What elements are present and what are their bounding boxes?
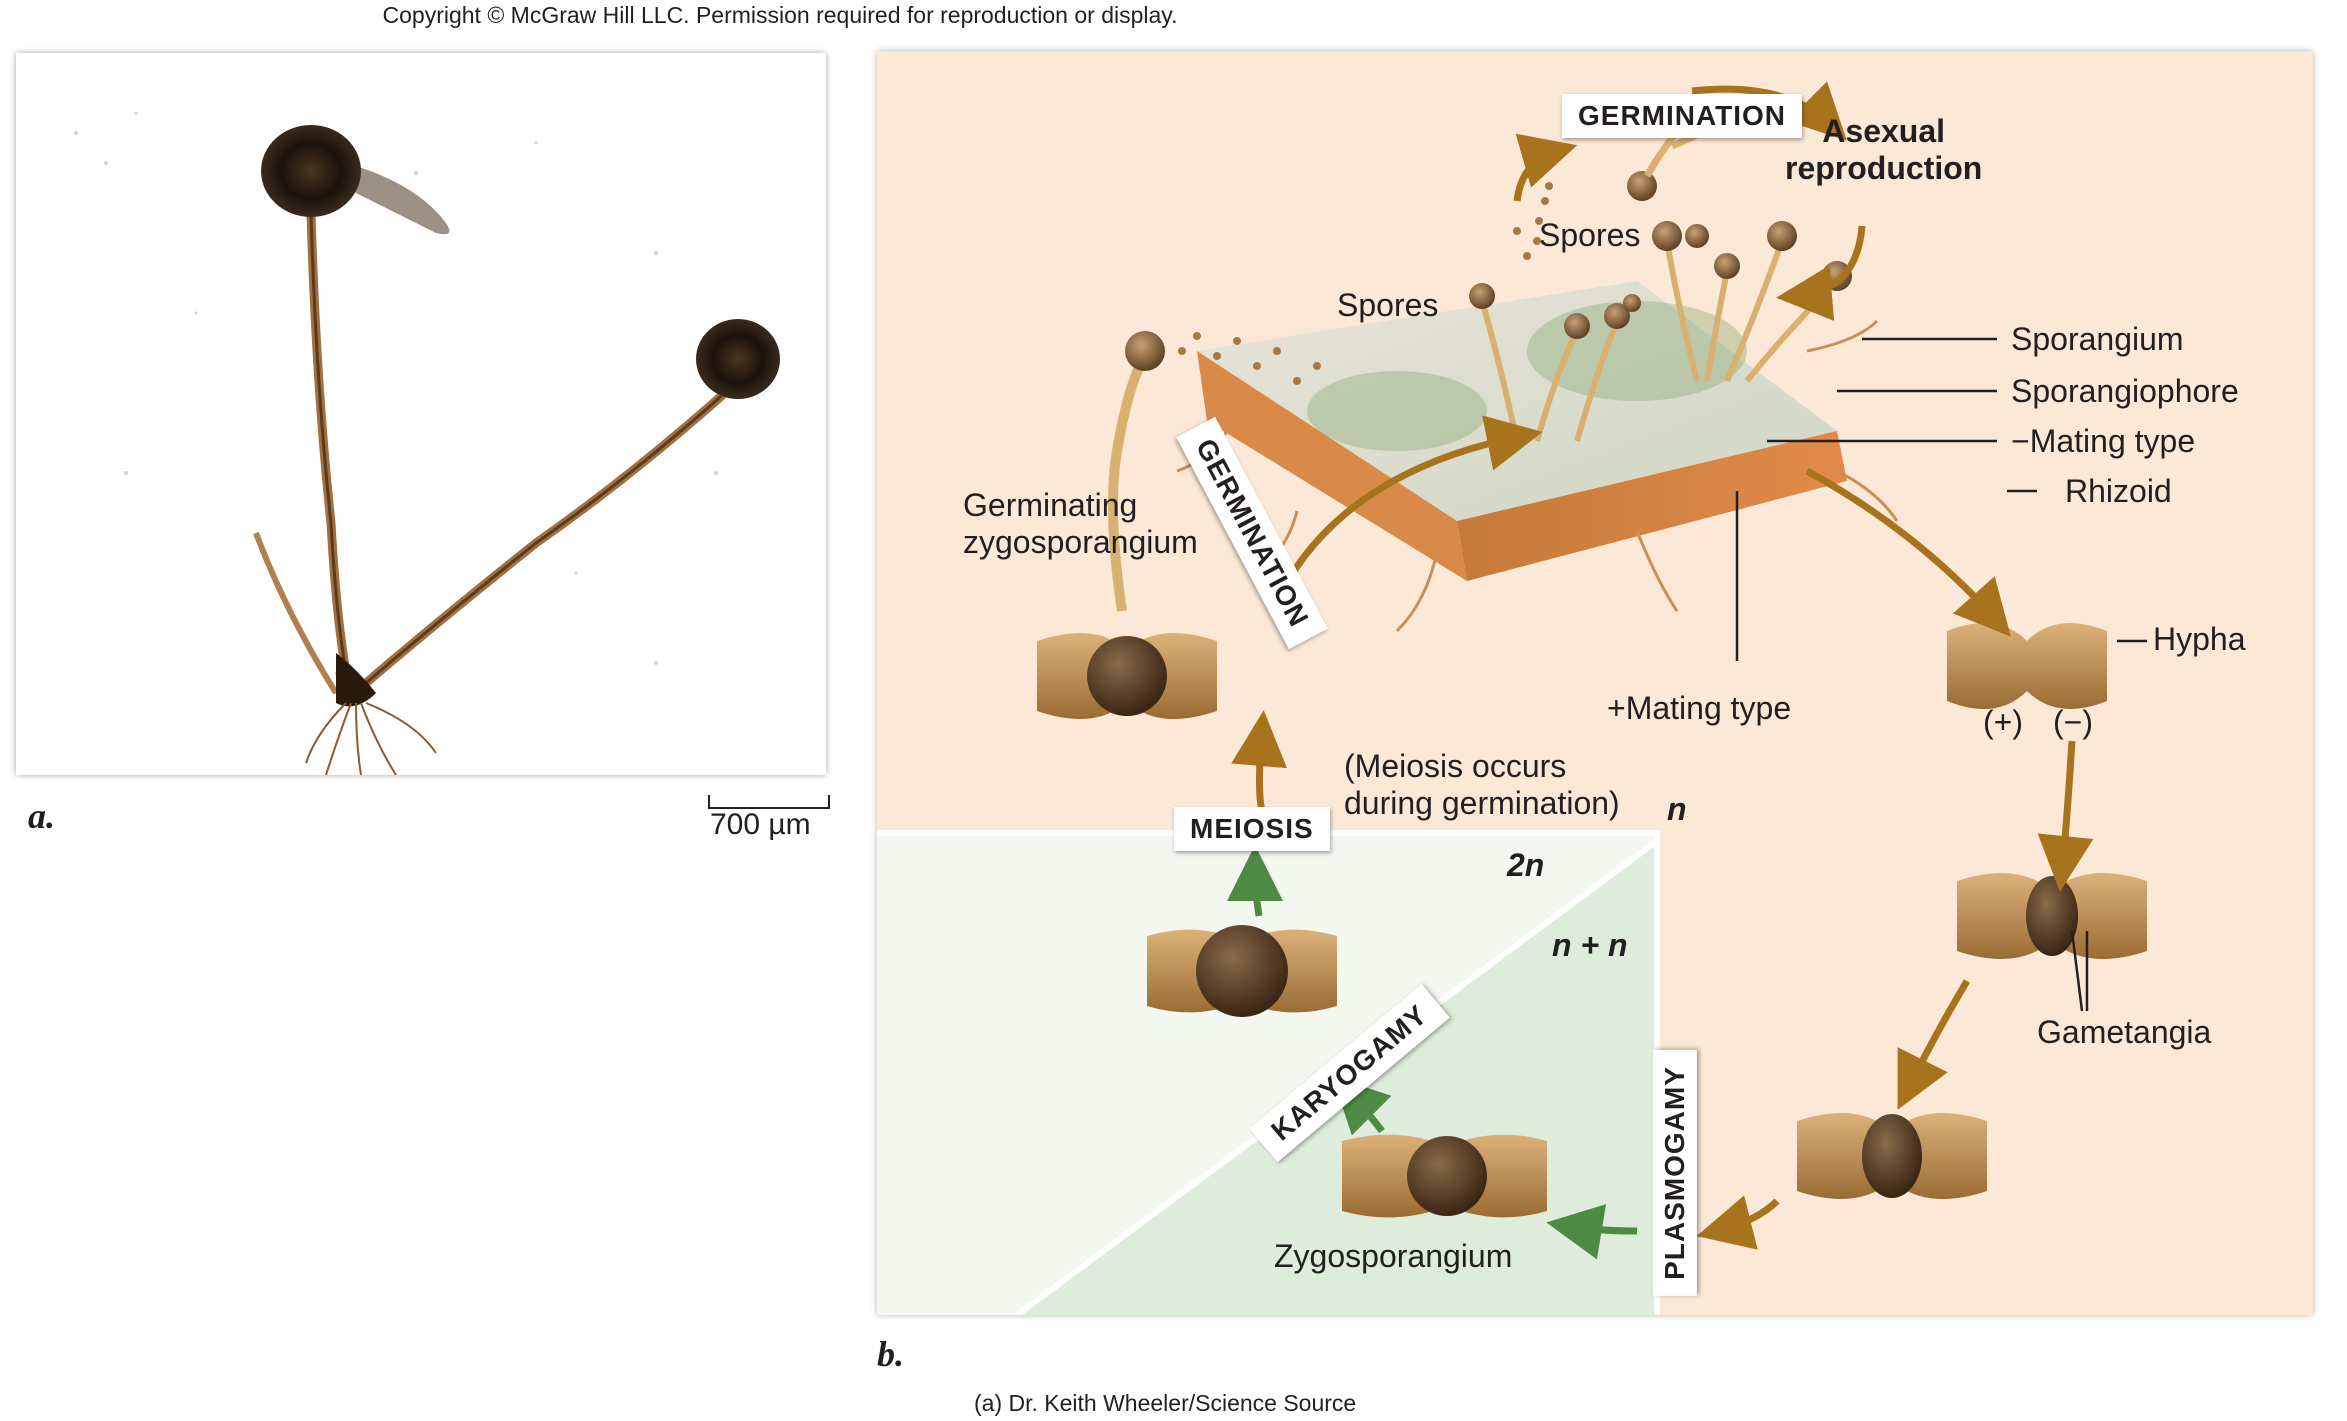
plus-mating-type-label: +Mating type [1607, 690, 1792, 726]
meiosis-step: MEIOSIS [1174, 807, 1330, 851]
rhizopus-photo [16, 53, 826, 775]
ploidy-haploid: n [1667, 791, 1687, 827]
spores-left-label: Spores [1337, 287, 1439, 323]
ploidy-dikaryon: n + n [1552, 927, 1628, 963]
minus-label: (−) [2053, 704, 2093, 740]
scale-bar [708, 795, 830, 809]
gametangia-label: Gametangia [2037, 1014, 2212, 1050]
plasmogamy-step: PLASMOGAMY [1652, 1050, 1697, 1296]
life-cycle-diagram: GERMINATION GERMINATION MEIOSIS KARYOGAM… [877, 51, 2313, 1315]
hypha-label: Hypha [2153, 621, 2246, 657]
zygosporangium-label: Zygosporangium [1274, 1238, 1513, 1274]
scale-bar-label: 700 µm [710, 808, 811, 841]
copyright-notice: Copyright © McGraw Hill LLC. Permission … [382, 2, 1178, 28]
diagram-artwork [877, 51, 2313, 1315]
rhizoid-label: Rhizoid [2065, 473, 2172, 509]
sporangiophore-label: Sporangiophore [2011, 373, 2239, 409]
rhizopus-photo-drawing [74, 111, 780, 775]
photo-credit: (a) Dr. Keith Wheeler/Science Source [974, 1390, 1357, 1416]
germinating-zygosporangium-label: Germinating zygosporangium [963, 487, 1198, 560]
plus-label: (+) [1983, 704, 2023, 740]
zygosporangium-shapes [1037, 623, 2147, 1218]
panel-a-letter: a. [28, 796, 55, 836]
asexual-reproduction-label: Asexual reproduction [1785, 113, 1983, 186]
germination-step-top: GERMINATION [1562, 94, 1803, 138]
minus-mating-type-label: −Mating type [2011, 423, 2196, 459]
meiosis-note-label: (Meiosis occurs during germination) [1344, 748, 1620, 821]
sporangium-label: Sporangium [2011, 321, 2184, 357]
ploidy-diploid: 2n [1507, 847, 1545, 883]
spores-top-label: Spores [1539, 217, 1641, 253]
panel-b-letter: b. [877, 1334, 904, 1374]
